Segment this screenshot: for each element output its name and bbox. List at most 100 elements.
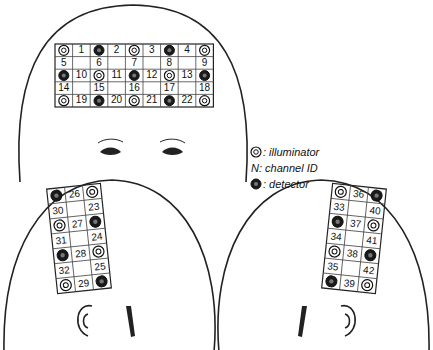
detector-symbol [200,71,210,81]
optode [164,96,174,106]
channel-number: 42 [359,262,378,279]
legend-text: : detector [263,177,309,191]
optode [94,71,104,81]
grid-line [143,44,144,107]
illuminator-symbol [94,71,104,81]
illuminator-symbol [59,45,69,55]
channel-number: 33 [329,198,348,215]
illuminator-symbol [129,45,139,55]
illuminator-symbol [367,219,379,231]
illuminator-ring [62,48,67,53]
optode [59,96,69,106]
detector-core [374,193,379,198]
optode [332,216,344,228]
illuminator-symbol [251,147,261,157]
detector-core [97,48,101,52]
eyebrow [160,139,185,143]
illuminator-symbol [86,186,98,198]
channel-number: 26 [65,185,84,202]
detector-symbol [89,216,101,228]
illuminator-ring [89,189,94,194]
illuminator-symbol [129,96,139,106]
channel-number: 18 [196,82,214,95]
channel-number: 38 [343,245,362,262]
detector-core [203,74,207,78]
channel-number: 25 [90,258,109,275]
detector-core [329,279,334,284]
channel-number: 23 [84,198,103,215]
detector-symbol [50,190,62,202]
channel-number: 36 [349,185,368,202]
optode [335,186,347,198]
channel-number: 37 [346,215,365,232]
illuminator-ring [254,150,259,155]
optode [129,45,139,55]
probe-grid: 12345678910111213141516171819202122 [55,44,213,107]
channel-number: 28 [71,245,90,262]
legend-text: : illuminator [263,145,319,159]
illuminator-symbol [164,71,174,81]
left-head-outline [4,180,215,350]
optode [60,279,72,291]
grid-line [90,44,91,107]
illuminator-symbol [200,96,210,106]
optode [50,190,62,202]
sideburn [126,306,135,337]
grid-line [178,44,179,107]
detector-core [335,219,340,224]
detector-symbol [57,249,69,261]
detector-core [167,99,171,103]
front-head-outline [19,5,247,182]
sideburn [298,306,307,337]
ear [78,306,92,336]
channel-number: 35 [323,258,342,275]
channel-number: 29 [74,275,93,292]
detector-symbol [164,45,174,55]
grid-line [72,44,73,107]
optode [325,275,337,287]
illuminator-symbol [92,245,104,257]
eye [100,148,121,156]
grid-line [107,44,108,107]
channel-number: 12 [143,69,161,82]
detector-core [62,74,66,78]
illuminator-ring [202,98,207,103]
detector-symbol [364,249,376,261]
optode [200,45,210,55]
illuminator-ring [167,73,172,78]
optode [86,186,98,198]
channel-number: 19 [73,94,91,107]
detector-symbol [164,96,174,106]
illuminator-symbol [361,279,373,291]
channel-number: 41 [362,232,381,249]
illuminator-symbol [200,45,210,55]
illuminator-ring [96,249,101,254]
channel-number: 1 [73,44,91,57]
channel-number: 21 [143,94,161,107]
optode [94,45,104,55]
detector-core [54,193,59,198]
optode [129,96,139,106]
eyebrow [98,139,123,143]
channel-number: 8 [161,57,179,70]
illuminator-ring [132,98,137,103]
optode [59,45,69,55]
channel-number: 27 [68,215,87,232]
grid-border [55,44,213,107]
detector-symbol [251,179,261,189]
optode [371,190,383,202]
illuminator-ring [371,223,376,228]
illuminator-ring [97,73,102,78]
channel-number: 2 [108,44,126,57]
channel-number: 3 [143,44,161,57]
detector-core [368,253,373,258]
optode [94,96,104,106]
detector-symbol [129,71,139,81]
channel-number: 13 [178,69,196,82]
channel-number: 4 [178,44,196,57]
detector-core [99,279,104,284]
illuminator-symbol [328,245,340,257]
illuminator-ring [57,223,62,228]
illuminator-ring [338,189,343,194]
